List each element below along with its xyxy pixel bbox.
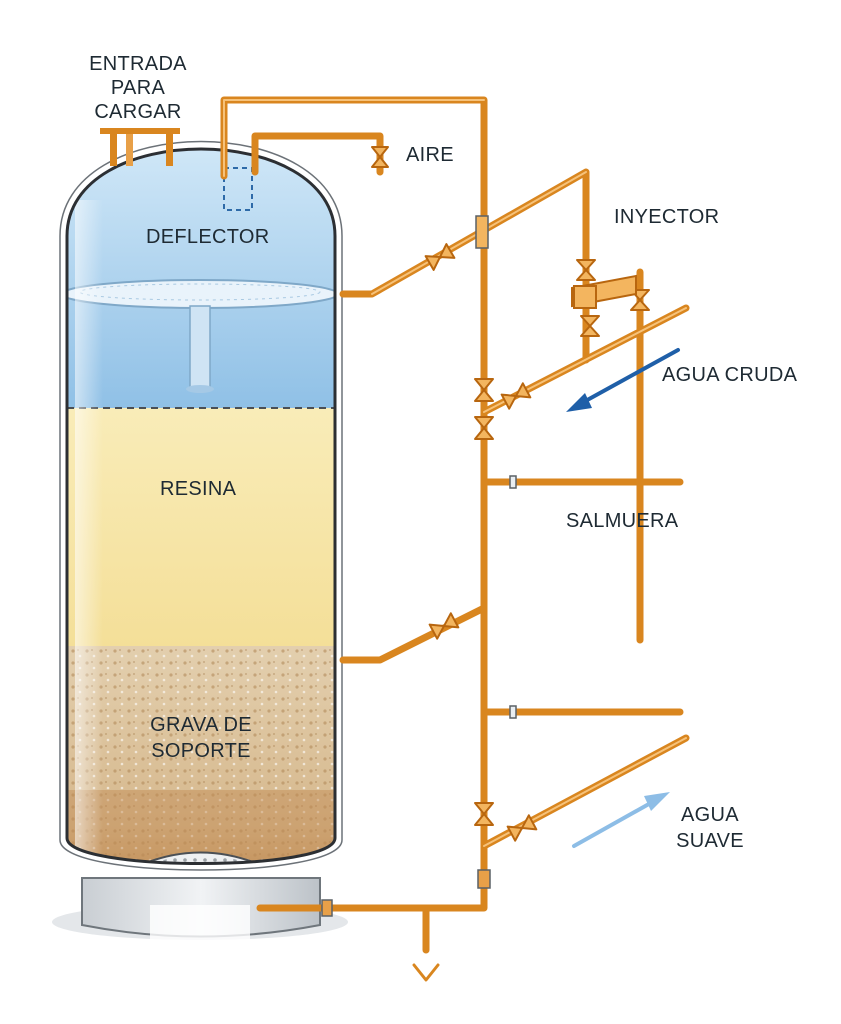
soft-water-arrow-icon — [572, 792, 670, 848]
valve-icon-raw-water — [500, 382, 532, 410]
resin-zone — [67, 408, 335, 648]
resin-label: RESINA — [160, 478, 237, 500]
support-gravel-label-line2: SOPORTE — [151, 740, 251, 762]
raw-water-label: AGUA CRUDA — [662, 364, 798, 386]
inlet-diffuser — [223, 167, 253, 211]
tank-base — [52, 877, 348, 940]
valve-icon-upper-outlet — [424, 243, 456, 271]
valve-icon-soft-water — [506, 814, 538, 842]
fill-inlet-label-line2: PARA — [110, 77, 166, 99]
valve-icon-injector-top — [576, 259, 596, 281]
pipe-fittings — [321, 215, 517, 917]
fill-inlet-label-line1: ENTRADA — [89, 53, 187, 75]
valve-icon-air — [371, 146, 389, 168]
fill-inlet-nozzle — [100, 128, 180, 166]
valve-icon-injector-left — [580, 315, 600, 337]
soft-water-label-line1: AGUA — [681, 804, 739, 826]
valve-icon-riser-bottom — [474, 802, 494, 826]
deflector-plate — [67, 279, 335, 309]
drain-arrow-icon — [412, 963, 440, 982]
fill-inlet-label-line3: CARGAR — [94, 101, 182, 123]
valve-icon-riser-top — [474, 378, 494, 402]
fill-inlet-label: ENTRADA PARA CARGAR — [72, 52, 204, 124]
tank — [67, 149, 335, 864]
injector-body — [571, 274, 637, 309]
valve-icon-riser-upper — [474, 416, 494, 440]
valve-icon-lower-outlet — [428, 612, 460, 640]
air-label: AIRE — [406, 144, 454, 166]
raw-water-arrow-icon — [566, 348, 680, 412]
bottom-collector — [108, 851, 294, 864]
brine-label: SALMUERA — [566, 510, 679, 532]
injector-label: INYECTOR — [614, 206, 720, 228]
soft-water-label-line2: SUAVE — [676, 830, 744, 852]
distributor-stem — [189, 305, 211, 389]
support-gravel-label: GRAVA DE SOPORTE — [130, 712, 272, 764]
soft-water-label: AGUA SUAVE — [668, 802, 752, 854]
support-gravel-label-line1: GRAVA DE — [150, 714, 252, 736]
deflector-label: DEFLECTOR — [146, 226, 270, 248]
